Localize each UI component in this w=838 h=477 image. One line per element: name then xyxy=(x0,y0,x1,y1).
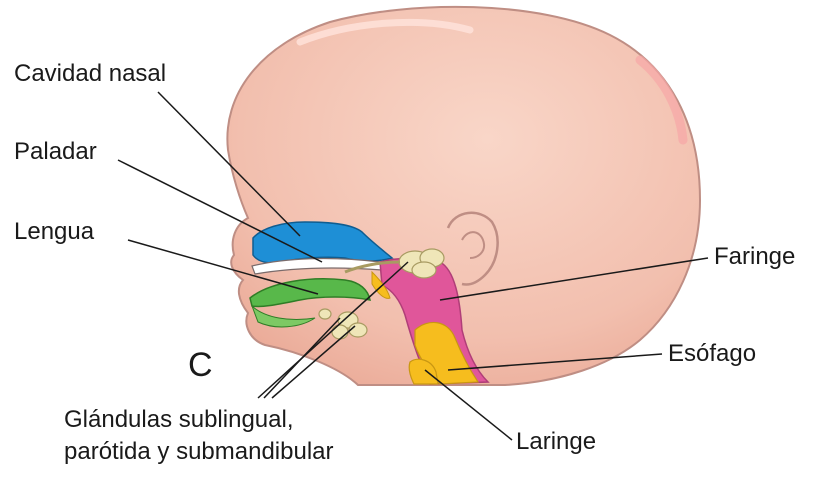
label-palate: Paladar xyxy=(14,140,97,164)
label-glands-line2: parótida y submandibular xyxy=(64,440,334,464)
label-larynx: Laringe xyxy=(516,430,596,454)
head-silhouette xyxy=(227,7,700,385)
label-glands-line1: Glándulas sublingual, xyxy=(64,408,294,432)
panel-letter: C xyxy=(188,348,213,382)
label-pharynx: Faringe xyxy=(714,245,795,269)
label-esophagus: Esófago xyxy=(668,342,756,366)
label-nasal-cavity: Cavidad nasal xyxy=(14,62,166,86)
label-tongue: Lengua xyxy=(14,220,94,244)
